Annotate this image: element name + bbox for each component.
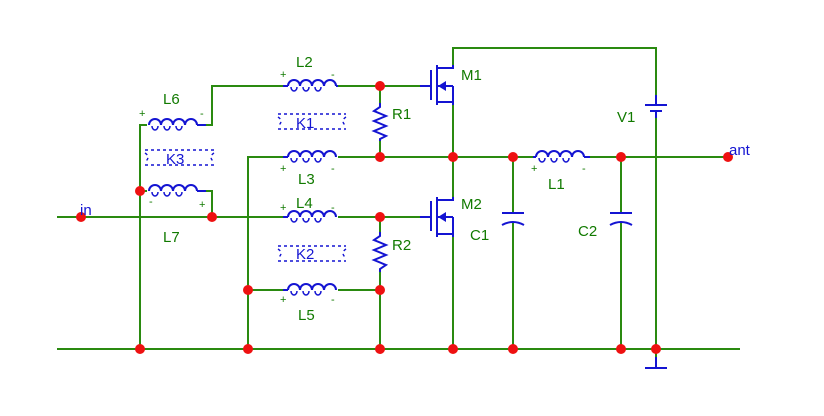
output-port-label: ant: [729, 142, 751, 159]
l5-plus: +: [280, 294, 286, 306]
top-rail-wire: [452, 47, 657, 95]
output-port-dot[interactable]: [723, 152, 733, 162]
l6-minus: -: [200, 108, 204, 120]
junction-dot: [375, 344, 385, 354]
m2-label: M2: [461, 196, 482, 213]
inductor-l5[interactable]: [283, 283, 337, 296]
inductor-l2[interactable]: [283, 79, 338, 92]
mosfet-m2[interactable]: [420, 197, 454, 237]
l1-plus: +: [531, 163, 537, 175]
coupling-k3[interactable]: [144, 149, 215, 166]
inductor-l4[interactable]: [283, 210, 337, 223]
junction-dot: [135, 344, 145, 354]
l3-left-wire: [247, 156, 283, 349]
junction-dot: [375, 212, 385, 222]
junction-dot: [375, 285, 385, 295]
junction-dot: [375, 152, 385, 162]
junction-dot: [508, 152, 518, 162]
input-port-label: in: [80, 202, 92, 219]
junction-dot: [448, 344, 458, 354]
junction-dot: [243, 344, 253, 354]
l2-label: L2: [296, 54, 313, 71]
c2-label: C2: [578, 223, 597, 240]
wires: [57, 47, 740, 357]
left-vertical-wire: [139, 124, 147, 349]
l6-plus: +: [139, 108, 145, 120]
m1-label: M1: [461, 67, 482, 84]
input-port-dot[interactable]: [76, 212, 86, 222]
l1-minus: -: [582, 163, 586, 175]
resistor-r1[interactable]: [371, 103, 389, 141]
r1-label: R1: [392, 106, 411, 123]
mosfet-m1[interactable]: [420, 65, 454, 105]
l5-label: L5: [298, 307, 315, 324]
l1-label: L1: [548, 176, 565, 193]
l7-right-lead: [206, 190, 213, 217]
battery-v1[interactable]: [645, 95, 667, 118]
l3-minus: -: [331, 163, 335, 175]
l3-plus: +: [280, 163, 286, 175]
junction-dots: [76, 81, 733, 354]
l6-to-l2-wire: [206, 85, 283, 126]
l7-label: L7: [163, 229, 180, 246]
junction-dot: [207, 212, 217, 222]
inductor-l6[interactable]: [148, 118, 206, 131]
junction-dot: [243, 285, 253, 295]
c1-label: C1: [470, 227, 489, 244]
junction-dot: [651, 344, 661, 354]
junction-dot: [448, 152, 458, 162]
junction-dot: [375, 81, 385, 91]
l2-plus: +: [280, 69, 286, 81]
l7-plus: +: [199, 199, 205, 211]
k1-label: K1: [296, 115, 314, 132]
l4-label: L4: [296, 195, 313, 212]
l5-minus: -: [331, 294, 335, 306]
capacitor-c1[interactable]: [501, 212, 525, 226]
k3-label: K3: [166, 151, 184, 168]
capacitor-c2[interactable]: [609, 212, 633, 226]
v1-label: V1: [617, 109, 635, 126]
l7-minus: -: [149, 196, 153, 208]
coupling-k1[interactable]: [277, 113, 347, 130]
inductor-l3[interactable]: [283, 150, 337, 163]
l3-label: L3: [298, 171, 315, 188]
resistor-r2[interactable]: [371, 232, 389, 272]
junction-dot: [616, 344, 626, 354]
l4-plus: +: [280, 202, 286, 214]
ground-symbol: [645, 357, 667, 369]
l4-minus: -: [331, 202, 335, 214]
r2-label: R2: [392, 237, 411, 254]
inductor-l1[interactable]: [533, 150, 590, 163]
junction-dot: [616, 152, 626, 162]
k2-label: K2: [296, 246, 314, 263]
l6-label: L6: [163, 91, 180, 108]
junction-dot: [508, 344, 518, 354]
inductor-l7[interactable]: [148, 184, 206, 197]
junction-dot: [135, 186, 145, 196]
l2-minus: -: [331, 69, 335, 81]
labels: L2 + - K1 + - L3 L4 + - K2 + - L5 L6 + -…: [80, 54, 751, 324]
coupling-k2[interactable]: [277, 245, 347, 262]
